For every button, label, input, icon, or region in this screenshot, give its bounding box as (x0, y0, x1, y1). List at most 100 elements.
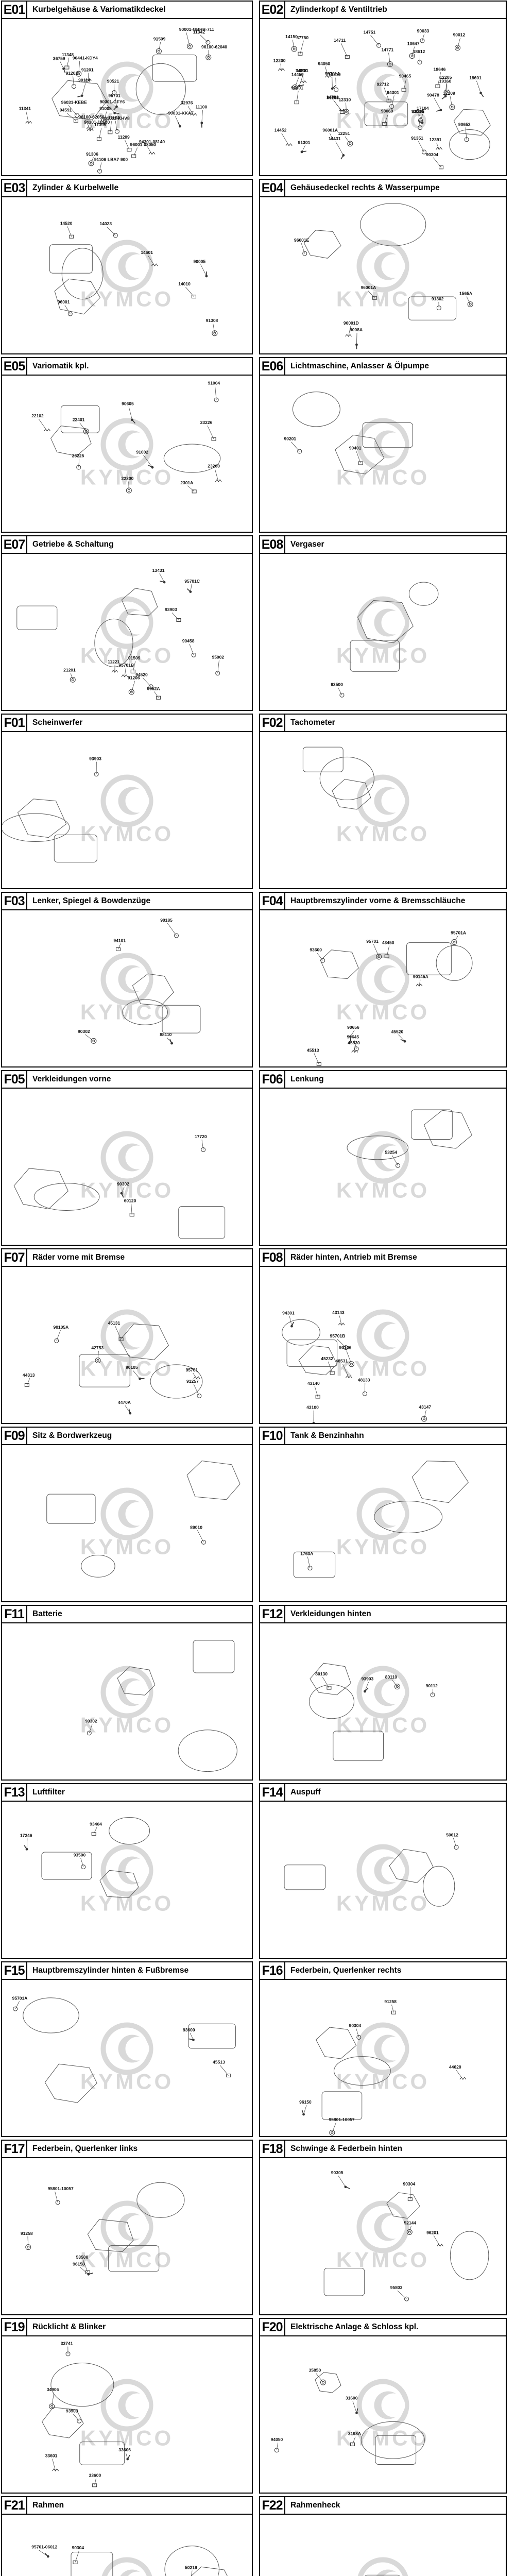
svg-text:96001A: 96001A (322, 128, 338, 133)
svg-text:95801-10057: 95801-10057 (329, 2117, 354, 2122)
panel-code: E04 (260, 180, 285, 196)
svg-text:95701: 95701 (108, 93, 121, 98)
panel-title: Lenker, Spiegel & Bowdenzüge (32, 896, 151, 905)
svg-text:90605: 90605 (122, 401, 134, 406)
exploded-diagram-e07: KYMCO945209052A95701C2120111221950029150… (16, 568, 224, 700)
svg-text:43143: 43143 (332, 1310, 345, 1315)
svg-text:90304: 90304 (349, 2023, 362, 2028)
panel-code: E03 (2, 180, 27, 196)
svg-text:95701: 95701 (186, 1367, 198, 1372)
svg-text:22401: 22401 (73, 417, 85, 422)
svg-text:93500: 93500 (74, 1852, 86, 1857)
panel-code: F21 (2, 2497, 27, 2514)
svg-text:11342: 11342 (193, 29, 205, 35)
panel-title: Kurbelgehäuse & Variomatikdeckel (32, 5, 166, 14)
svg-text:94101: 94101 (113, 938, 126, 943)
svg-text:33606: 33606 (118, 2447, 131, 2452)
svg-text:90458: 90458 (182, 638, 195, 643)
svg-text:10647: 10647 (407, 41, 420, 46)
svg-text:94301-10160: 94301-10160 (84, 120, 110, 125)
panel-code: F17 (2, 2141, 27, 2157)
svg-text:93600: 93600 (183, 2027, 195, 2032)
svg-text:95701-06012: 95701-06012 (31, 2545, 57, 2550)
panel-title: Vergaser (290, 540, 324, 549)
svg-text:KYMCO: KYMCO (80, 465, 174, 489)
svg-text:14520: 14520 (60, 221, 73, 226)
svg-text:31600: 31600 (346, 2395, 358, 2400)
panel-header: F20 Elektrische Anlage & Schloss kpl. (260, 2319, 506, 2336)
svg-text:KYMCO: KYMCO (80, 2248, 174, 2272)
svg-text:90304: 90304 (72, 2545, 84, 2550)
svg-text:93404: 93404 (90, 1822, 102, 1827)
panel-code: F08 (260, 1249, 285, 1266)
panel-header: E04 Gehäusedeckel rechts & Wasserpumpe (260, 180, 506, 197)
svg-text:12200: 12200 (273, 58, 286, 63)
svg-text:11221: 11221 (108, 659, 119, 665)
svg-text:23225: 23225 (72, 453, 84, 459)
panel-title: Verkleidungen hinten (290, 1609, 371, 1618)
catalog-panel: F08 Räder hinten, Antrieb mit Bremse KYM… (259, 1248, 507, 1424)
panel-code: F14 (260, 1784, 285, 1801)
panel-code: F05 (2, 1071, 27, 1088)
panel-code: F19 (2, 2319, 27, 2335)
svg-text:94050: 94050 (271, 2437, 283, 2442)
svg-text:94520: 94520 (135, 672, 148, 677)
svg-text:48133: 48133 (358, 1377, 370, 1382)
panel-header: E03 Zylinder & Kurbelwelle (2, 180, 252, 197)
svg-text:18612: 18612 (413, 49, 425, 54)
panel-code: F12 (260, 1606, 285, 1622)
svg-text:93903: 93903 (66, 2408, 78, 2413)
panel-body: KYMCO (260, 732, 506, 888)
exploded-diagram-f07: KYMCO90105A451314470A4275395701912574431… (23, 1309, 203, 1415)
svg-text:32976: 32976 (181, 100, 193, 106)
svg-text:KYMCO: KYMCO (80, 1713, 174, 1737)
svg-text:KYMCO: KYMCO (336, 1891, 430, 1916)
svg-text:22300: 22300 (122, 476, 134, 481)
svg-text:98069: 98069 (381, 108, 393, 113)
svg-text:96001A: 96001A (360, 285, 376, 290)
svg-text:11341: 11341 (19, 106, 31, 111)
panel-code: E02 (260, 2, 285, 18)
svg-text:90401: 90401 (349, 446, 362, 451)
svg-text:37750: 37750 (296, 35, 308, 40)
svg-text:90145A: 90145A (413, 974, 428, 979)
svg-text:80130: 80130 (315, 1671, 328, 1676)
svg-text:19310: 19310 (329, 72, 341, 77)
svg-text:14450: 14450 (291, 72, 304, 77)
svg-text:19360: 19360 (439, 78, 452, 83)
svg-text:50219: 50219 (185, 2565, 197, 2570)
catalog-panel: F02 Tachometer KYMCO (259, 714, 507, 889)
panel-code: F22 (260, 2497, 285, 2514)
svg-text:KYMCO: KYMCO (336, 287, 430, 311)
panel-title: Zylinder & Kurbelwelle (32, 183, 119, 192)
svg-text:52144: 52144 (404, 2221, 416, 2226)
svg-text:91004: 91004 (208, 381, 220, 386)
svg-text:90521: 90521 (107, 78, 119, 83)
panel-title: Variomatik kpl. (32, 362, 89, 370)
svg-text:14452: 14452 (274, 128, 287, 133)
panel-header: F09 Sitz & Bordwerkzeug (2, 1428, 252, 1445)
exploded-diagram-e02: KYMCO19310960011443114450902069065237750… (273, 28, 491, 170)
svg-text:91206: 91206 (128, 675, 140, 681)
svg-text:95701B: 95701B (330, 1333, 346, 1338)
svg-text:90656: 90656 (347, 1025, 359, 1030)
panel-code: F10 (260, 1428, 285, 1444)
